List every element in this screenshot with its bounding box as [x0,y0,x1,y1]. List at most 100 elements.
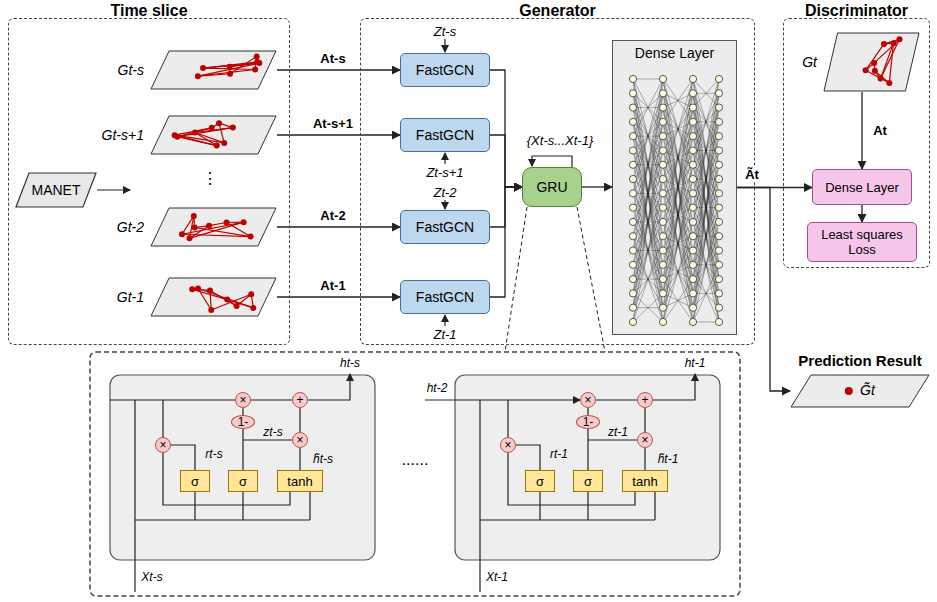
graph-label: Gt-s [100,50,144,90]
region-title: Time slice [8,2,290,20]
node-label: Least squares Loss [808,227,916,257]
region-title: Discriminator [783,2,930,20]
symbol-label: Zt-s+1 [426,165,463,180]
connector [277,69,400,70]
wire [444,153,445,164]
node-label: FastGCN [412,62,478,78]
graph-label: Gt-1 [100,277,144,317]
symbol-label: rt-1 [550,447,568,461]
symbol-label: Zt-2 [433,185,456,200]
connector [490,187,522,227]
connector [582,186,612,187]
gru-cell [455,375,720,560]
wire [97,189,130,190]
symbol-label: h̃t-1 [658,452,679,466]
connector [277,226,400,227]
neural-net-illustration [613,41,738,336]
wire [644,408,645,432]
node-label: FastGCN [412,127,478,143]
node-label: 1- [583,416,594,428]
operator-circle: × [580,392,596,408]
symbol-label: rt-s [205,447,222,461]
graph-label: Gt [795,32,817,92]
wire [444,315,445,326]
connector [861,92,862,169]
wire [508,453,635,505]
symbol-label: Zt-1 [433,327,456,342]
operator-circle: × [292,432,308,448]
wire [242,492,243,520]
operator-circle: 1- [231,415,255,429]
wire [539,492,540,520]
node-label: + [296,394,303,406]
node-label: × [159,439,166,451]
wire [507,400,508,437]
node-label: σ [532,474,548,489]
activation-box: σ [573,470,603,492]
wire [135,519,310,520]
operator-circle: × [235,392,251,408]
graph-illustration [150,277,277,317]
operator-circle: + [292,392,308,408]
node-label: GRU [532,179,571,195]
graph-plane: Gt [795,32,920,92]
node-label: σ [580,474,596,489]
graph-illustration [150,207,277,247]
wire [134,520,135,592]
node-label: FastGCN [412,219,478,235]
wire [479,400,480,520]
graph-plane: Gt-s [100,50,277,90]
wire [134,400,135,520]
wire [587,429,588,470]
prediction-title: Prediction Result [790,352,930,369]
symbol-label: zt-s [263,425,282,439]
wire [532,156,572,167]
connector [277,134,400,135]
wire [243,439,292,440]
loss-box: Least squares Loss [807,222,917,262]
graph-illustration [150,50,277,90]
edge-label: At-2 [318,208,347,223]
operator-circle: 1- [576,415,600,429]
node-label: × [584,394,591,406]
edge-label: Ãt [743,167,761,182]
graph-label: G̃t [860,382,875,398]
symbol-label: ht-2 [427,381,448,395]
gru-box: GRU [522,167,582,207]
node-label: × [504,439,511,451]
wire [654,492,655,520]
symbol-label: Xt-1 [486,570,508,584]
wire [480,519,655,520]
node-label: × [641,434,648,446]
activation-box: tanh [277,470,323,492]
connector [277,296,400,297]
activation-box: σ [525,470,555,492]
symbol-label: ⋮ [202,169,218,188]
wire [479,520,480,592]
node-label: σ [235,474,251,489]
node-label: 1- [238,416,249,428]
wire [162,400,163,437]
graph-label: Gt-2 [100,207,144,247]
detail-region [90,352,740,596]
node-label: σ [187,474,203,489]
gcn-box: FastGCN [400,280,490,314]
wire [516,445,540,470]
graph-plane: Gt-1 [100,277,277,317]
wire [444,39,445,52]
node-label: × [296,434,303,446]
connector [490,187,522,297]
graph-illustration [823,32,920,92]
node-label: tanh [628,474,661,489]
data-source: MANET [15,172,97,208]
activation-box: tanh [622,470,668,492]
node-label: + [641,394,648,406]
edge-label: At-s [318,51,347,66]
wire [444,200,445,209]
operator-circle: × [637,432,653,448]
edge-label: At [871,123,889,138]
symbol-label: h̃t-s [313,452,333,466]
group-region: GeneratorFastGCNFastGCNFastGCNFastGCNGRU… [360,2,755,345]
node-label: Dense Layer [635,45,714,61]
gcn-box: FastGCN [400,118,490,152]
